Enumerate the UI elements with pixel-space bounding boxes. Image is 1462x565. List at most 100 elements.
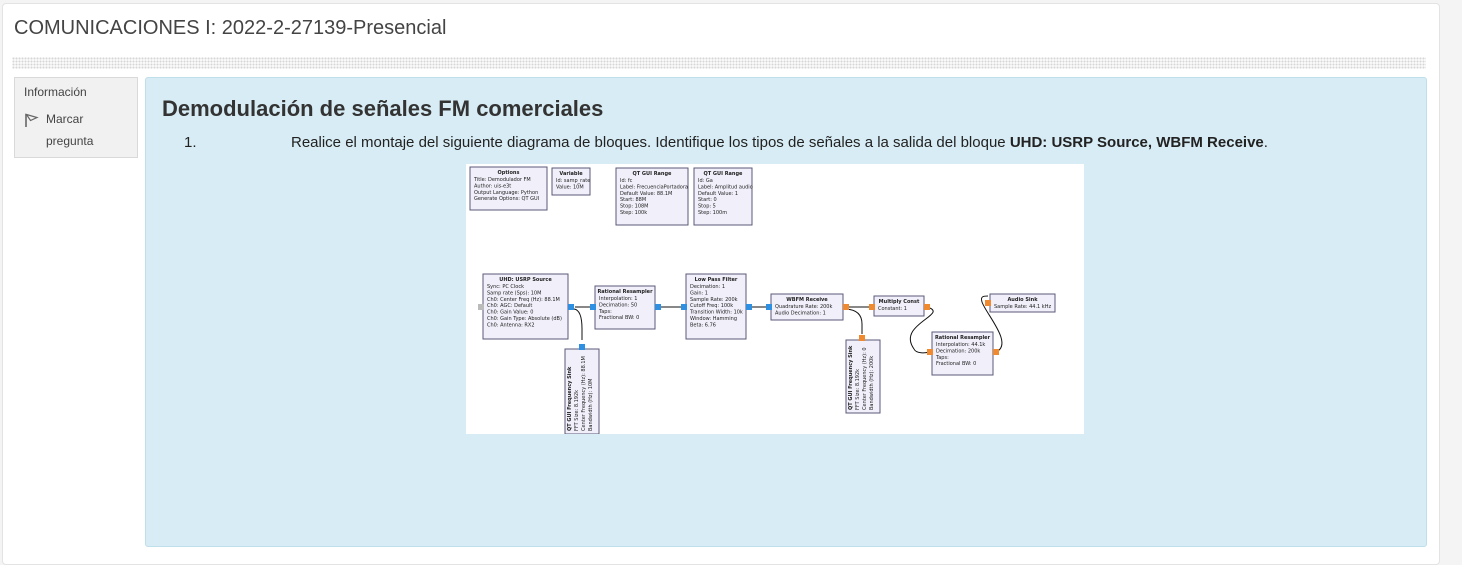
block-param: Ch0: Antenna: RX2 <box>487 322 535 328</box>
block-param: Interpolation: 44.1k <box>936 342 985 348</box>
block-title: Rational Resampler <box>935 335 991 341</box>
block-title: Audio Sink <box>1007 297 1038 303</box>
block-param: Title: Demodulador FM <box>473 177 531 183</box>
question-panel: Demodulación de señales FM comerciales 1… <box>145 77 1427 547</box>
block-param: Taps: <box>935 355 949 361</box>
block-param: Gain: 1 <box>690 290 708 296</box>
block-param: Center Frequency (Hz): 88.1M <box>581 356 587 431</box>
block-param: Label: Amplitud audio <box>698 184 753 190</box>
block-param: Center Frequency (Hz): 0 <box>862 347 868 410</box>
block-port <box>843 304 849 310</box>
block-param: Default Value: 1 <box>698 191 738 197</box>
block-title: WBFM Receive <box>786 297 828 303</box>
block-port <box>927 349 933 355</box>
block-param: FFT Size: 8.192k <box>574 390 580 431</box>
block-param: Ch0: Gain Type: Absolute (dB) <box>487 316 562 322</box>
block-param: Step: 100k <box>620 210 647 216</box>
dotted-separator <box>12 57 1426 69</box>
block-param: Window: Hamming <box>690 316 737 322</box>
block-port <box>681 304 687 310</box>
block-param: Transition Width: 10k <box>689 310 743 316</box>
wire-multiply-resampler2 <box>910 306 934 354</box>
block-param: Start: 88M <box>620 197 646 203</box>
block-port <box>579 344 585 350</box>
block-port <box>590 304 596 310</box>
block-param: Interpolation: 1 <box>599 296 637 302</box>
block-param: Sample Rate: 200k <box>690 297 738 303</box>
question-info-box: Información Marcar pregunta <box>14 77 138 158</box>
block-param: Start: 0 <box>698 197 717 203</box>
block-param: Default Value: 88.1M <box>620 191 672 197</box>
block-param: Samp rate (Sps): 10M <box>487 290 541 296</box>
block-param: Decimation: 1 <box>690 284 725 290</box>
block-param: Fractional BW: 0 <box>599 315 639 321</box>
block-param: Label: FrecuenciaPortadora <box>620 184 688 190</box>
course-title: COMUNICACIONES I: 2022-2-27139-Presencia… <box>14 17 447 39</box>
block-title: QT GUI Frequency Sink <box>567 366 573 431</box>
block-param: Sync: PC Clock <box>487 284 524 290</box>
block-param: Beta: 6.76 <box>690 322 716 328</box>
block-title: QT GUI Frequency Sink <box>848 345 854 410</box>
block-param: Stop: 108M <box>620 204 649 210</box>
block-param: Taps: <box>598 309 612 315</box>
question-text-main: Realice el montaje del siguiente diagram… <box>291 134 1010 151</box>
block-param: Ch0: Gain Value: 0 <box>487 310 533 316</box>
block-param: Ch0: Center Freq (Hz): 88.1M <box>487 297 560 303</box>
flag-icon[interactable] <box>24 112 40 128</box>
block-param: Author: uis-e3t <box>474 183 511 189</box>
block-param: Step: 100m <box>698 210 727 216</box>
block-title: QT GUI Range <box>704 171 744 177</box>
block-param: Bandwidth (Hz): 10M <box>588 379 594 431</box>
question-text: Realice el montaje del siguiente diagram… <box>291 134 1268 151</box>
wire-resampler2-audio <box>981 295 1003 353</box>
block-port <box>985 300 991 306</box>
block-param: Id: samp_rate <box>556 178 590 184</box>
question-number: 1. <box>184 134 197 151</box>
block-port <box>924 304 930 310</box>
block-param: Constant: 1 <box>878 306 907 312</box>
block-port <box>859 335 865 341</box>
flag-question-label[interactable]: Marcar pregunta <box>46 112 94 148</box>
block-param: Value: 10M <box>556 184 584 190</box>
block-param: Decimation: 200k <box>936 348 980 354</box>
block-param: Bandwidth (Hz): 200k <box>869 356 875 410</box>
block-param: Cutoff Freq: 100k <box>690 303 733 309</box>
question-text-end: . <box>1263 134 1268 151</box>
block-port <box>869 304 875 310</box>
block-param: Stop: 5 <box>698 204 716 210</box>
block-title: Variable <box>559 171 583 177</box>
question-text-bold: UHD: USRP Source, WBFM Receive <box>1009 134 1264 151</box>
block-title: Rational Resampler <box>597 289 653 295</box>
block-port <box>568 304 574 310</box>
block-title: Low Pass Filter <box>695 277 738 283</box>
block-port <box>993 349 999 355</box>
block-title: UHD: USRP Source <box>499 277 552 283</box>
block-param: Ch0: AGC: Default <box>487 303 532 309</box>
info-label: Información <box>24 85 87 99</box>
block-title: Options <box>498 170 520 176</box>
block-title: Multiply Const <box>879 299 920 305</box>
block-param: Fractional BW: 0 <box>936 361 976 367</box>
block-param: Id: Ga <box>698 178 713 184</box>
block-param: Audio Decimation: 1 <box>775 310 826 316</box>
question-heading: Demodulación de señales FM comerciales <box>162 96 604 121</box>
flag-question-button[interactable]: Marcar pregunta <box>24 108 128 152</box>
block-param: Id: fc <box>620 178 633 184</box>
block-param: FFT Size: 8.192k <box>855 369 861 410</box>
wire-wbfm-sink2 <box>845 308 863 334</box>
block-port <box>655 304 661 310</box>
